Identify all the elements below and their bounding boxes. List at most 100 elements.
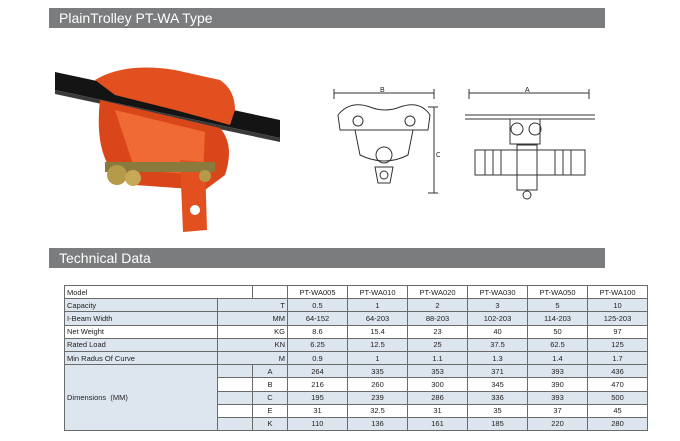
cell: 500 xyxy=(587,390,648,405)
cell: 114-203 xyxy=(527,311,588,326)
cell: 390 xyxy=(527,377,588,392)
cell: 37 xyxy=(527,403,588,418)
cell: 25 xyxy=(407,337,468,352)
cell: 32.5 xyxy=(347,403,408,418)
trolley-photo xyxy=(55,67,280,232)
cell: 345 xyxy=(467,377,528,392)
cell: 31 xyxy=(287,403,348,418)
cell: 1.3 xyxy=(467,350,528,366)
model-header: Model xyxy=(64,284,253,300)
section-title: Technical Data xyxy=(49,248,605,268)
cell: 8.6 xyxy=(287,324,348,339)
cell: 40 xyxy=(467,324,528,339)
cell: 125-203 xyxy=(587,311,648,326)
cell: 1.1 xyxy=(407,350,468,366)
table-row: Dimensions (MM) A 264 335 353 371 393 43… xyxy=(64,364,648,432)
row-label: Rated Load xyxy=(64,337,218,352)
cell: 220 xyxy=(527,416,588,432)
cell: 371 xyxy=(467,364,528,379)
cell: 88-203 xyxy=(407,311,468,326)
dim-key: B xyxy=(252,377,288,392)
cell: 1 xyxy=(347,350,408,366)
cell: 264 xyxy=(287,364,348,379)
cell: 336 xyxy=(467,390,528,405)
cell: 260 xyxy=(347,377,408,392)
cell: 23 xyxy=(407,324,468,339)
cell: 2 xyxy=(407,298,468,313)
cell: 185 xyxy=(467,416,528,432)
cell: 3 xyxy=(467,298,528,313)
cell: 64-152 xyxy=(287,311,348,326)
model-cell: PT-WA050 xyxy=(527,284,588,300)
cell: 470 xyxy=(587,377,648,392)
row-unit: MM xyxy=(217,311,288,326)
dim-spacer xyxy=(217,364,253,379)
dim-spacer xyxy=(217,416,253,432)
cell: 37.5 xyxy=(467,337,528,352)
row-unit: T xyxy=(217,298,288,313)
table-row: Min Radus Of Curve M 0.9 1 1.1 1.3 1.4 1… xyxy=(64,350,648,366)
cell: 161 xyxy=(407,416,468,432)
dim-spacer xyxy=(217,403,253,418)
cell: 136 xyxy=(347,416,408,432)
row-unit: KN xyxy=(217,337,288,352)
cell: 45 xyxy=(587,403,648,418)
cell: 393 xyxy=(527,390,588,405)
model-cell: PT-WA030 xyxy=(467,284,528,300)
row-label: Min Radus Of Curve xyxy=(64,350,218,366)
cell: 195 xyxy=(287,390,348,405)
cell: 125 xyxy=(587,337,648,352)
cell: 0.5 xyxy=(287,298,348,313)
table-row: Net Weight KG 8.6 15.4 23 40 50 97 xyxy=(64,324,648,339)
table-row: K 110 136 161 185 220 280 xyxy=(65,416,648,432)
cell: 300 xyxy=(407,377,468,392)
dim-spacer xyxy=(217,390,253,405)
row-unit: KG xyxy=(217,324,288,339)
table-row: I-Beam Width MM 64-152 64-203 88-203 102… xyxy=(64,311,648,326)
cell: 393 xyxy=(527,364,588,379)
cell: 12.5 xyxy=(347,337,408,352)
model-cell: PT-WA010 xyxy=(347,284,408,300)
cell: 1.7 xyxy=(587,350,648,366)
table-row: Rated Load KN 6.25 12.5 25 37.5 62.5 125 xyxy=(64,337,648,352)
page-title: PlainTrolley PT-WA Type xyxy=(49,8,605,28)
cell: 102-203 xyxy=(467,311,528,326)
dim-label-a: A xyxy=(525,87,530,94)
row-label: Net Weight xyxy=(64,324,218,339)
cell: 1 xyxy=(347,298,408,313)
dim-key: K xyxy=(252,416,288,432)
cell: 216 xyxy=(287,377,348,392)
cell: 110 xyxy=(287,416,348,432)
cell: 64-203 xyxy=(347,311,408,326)
cell: 436 xyxy=(587,364,648,379)
dim-label-b: B xyxy=(380,87,385,94)
cell: 0.9 xyxy=(287,350,348,366)
cell: 6.25 xyxy=(287,337,348,352)
cell: 35 xyxy=(467,403,528,418)
table-row: Capacity T 0.5 1 2 3 5 10 xyxy=(64,298,648,313)
cell: 5 xyxy=(527,298,588,313)
dim-key: A xyxy=(252,364,288,379)
header-spacer xyxy=(252,284,288,300)
dimensions-label: Dimensions (MM) xyxy=(64,364,218,432)
cell: 10 xyxy=(587,298,648,313)
table-header-row: Model PT-WA005 PT-WA010 PT-WA020 PT-WA03… xyxy=(64,284,648,300)
cell: 15.4 xyxy=(347,324,408,339)
dim-spacer xyxy=(217,377,253,392)
cell: 353 xyxy=(407,364,468,379)
cell: 50 xyxy=(527,324,588,339)
side-view-drawing: A xyxy=(465,87,595,200)
model-cell: PT-WA020 xyxy=(407,284,468,300)
cell: 286 xyxy=(407,390,468,405)
row-unit: M xyxy=(217,350,288,366)
cell: 97 xyxy=(587,324,648,339)
cell: 31 xyxy=(407,403,468,418)
dim-key: E xyxy=(252,403,288,418)
row-label: Capacity xyxy=(64,298,218,313)
cell: 1.4 xyxy=(527,350,588,366)
dim-label-c: C xyxy=(436,152,440,159)
model-cell: PT-WA005 xyxy=(287,284,348,300)
cell: 280 xyxy=(587,416,648,432)
dim-key: C xyxy=(252,390,288,405)
front-view-drawing: B C xyxy=(333,87,440,194)
